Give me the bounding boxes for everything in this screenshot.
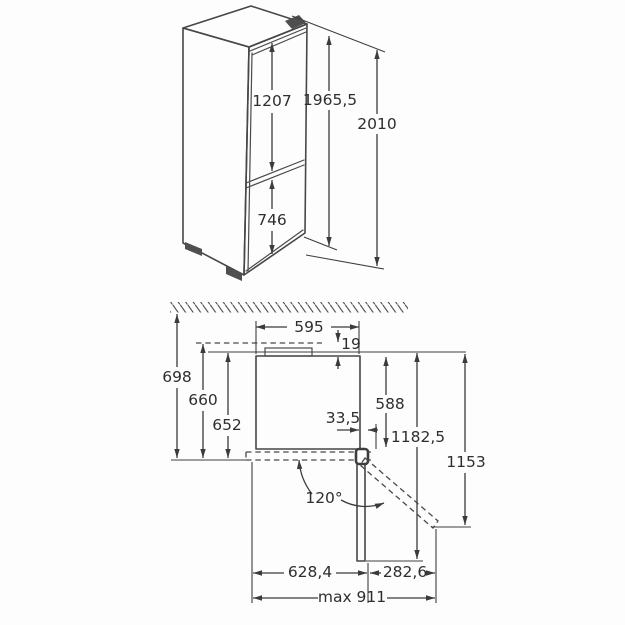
door-divider-upper <box>245 159 305 184</box>
dim-width: 595 <box>294 318 324 336</box>
dim-cabinet-height: 1965,5 <box>303 91 357 109</box>
top-view-dimension-lines <box>174 314 468 601</box>
dim-lower-door-height: 746 <box>257 211 287 229</box>
front-left-foot <box>185 242 202 256</box>
front-view-extension-lines <box>291 15 386 270</box>
door-swing-arc-outer <box>340 499 385 509</box>
door-divider-lower <box>245 164 305 189</box>
front-view: 1207 1965,5 2010 746 <box>182 5 397 281</box>
open-door-90 <box>356 460 366 562</box>
dim-upper-door-height: 1207 <box>252 92 291 110</box>
dim-clearance-door-120: 1153 <box>446 453 485 471</box>
dim-depth-incl-spacers: 660 <box>188 391 218 409</box>
fridge-front-face <box>243 23 308 276</box>
door-top-edge <box>249 27 307 52</box>
rear-spacer <box>264 347 313 357</box>
dim-depth-from-wall: 698 <box>162 368 192 386</box>
fridge-top-face <box>182 5 308 48</box>
cabinet-outline <box>255 355 361 450</box>
fridge-isometric-body <box>182 5 308 281</box>
dim-hinge-offset: 33,5 <box>326 409 361 427</box>
fridge-side-face <box>182 27 250 276</box>
dim-rear-gap: 19 <box>341 335 361 353</box>
front-right-foot <box>226 266 242 281</box>
door-bottom-edge <box>245 229 304 272</box>
hinge-cover <box>285 15 306 29</box>
open-door-120-dashed <box>359 457 439 529</box>
bottom-extension-line-height <box>303 236 338 251</box>
door-top-edge-inner <box>251 31 307 56</box>
door-left-edge <box>247 52 253 273</box>
top-extension-line <box>291 15 386 53</box>
wall-hatch <box>170 302 408 313</box>
dim-cabinet-depth: 588 <box>375 395 405 413</box>
front-view-labels: 1207 1965,5 2010 746 <box>252 91 396 229</box>
door-hinge <box>354 447 370 466</box>
door-swing-arc-inner <box>296 459 313 495</box>
front-view-dimension-lines <box>269 36 380 266</box>
dim-max-total-width: max 911 <box>318 588 386 606</box>
top-view: 595 19 698 660 652 588 33,5 1182,5 1153 … <box>162 302 486 606</box>
label-door-angle: 120° <box>305 489 342 507</box>
dim-door-protrusion: 282,6 <box>383 563 427 581</box>
bottom-extension-line-total <box>305 254 385 270</box>
top-view-body <box>171 342 466 562</box>
top-view-labels: 595 19 698 660 652 588 33,5 1182,5 1153 … <box>162 318 486 606</box>
dim-width-to-hinge: 628,4 <box>288 563 332 581</box>
dim-required-height: 2010 <box>357 115 396 133</box>
dim-cabinet-depth-with-door: 652 <box>212 416 242 434</box>
dim-clearance-door-open: 1182,5 <box>391 428 445 446</box>
